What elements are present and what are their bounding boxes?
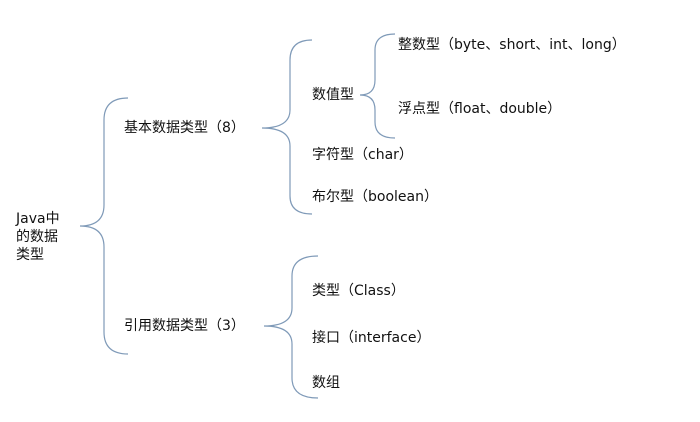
- reference-bracket: [263, 255, 319, 399]
- root-label-line-1: Java中: [16, 211, 60, 227]
- primitive-types-label: 基本数据类型（8）: [124, 120, 245, 136]
- array-type-label: 数组: [312, 375, 340, 391]
- root-label: Java中 的数据 类型: [16, 210, 60, 264]
- boolean-type-label: 布尔型（boolean）: [312, 189, 438, 205]
- char-type-label: 字符型（char）: [312, 147, 413, 163]
- primitive-bracket: [261, 39, 313, 215]
- root-label-line-2: 的数据: [16, 229, 58, 245]
- interface-type-label: 接口（interface）: [312, 330, 431, 346]
- numeric-bracket: [359, 33, 396, 139]
- integer-type-label: 整数型（byte、short、int、long）: [398, 37, 626, 53]
- class-type-label: 类型（Class）: [312, 283, 405, 299]
- numeric-type-label: 数值型: [312, 87, 354, 103]
- reference-types-label: 引用数据类型（3）: [124, 318, 245, 334]
- root-bracket: [79, 97, 129, 355]
- root-label-line-3: 类型: [16, 247, 44, 263]
- float-type-label: 浮点型（float、double）: [398, 101, 562, 117]
